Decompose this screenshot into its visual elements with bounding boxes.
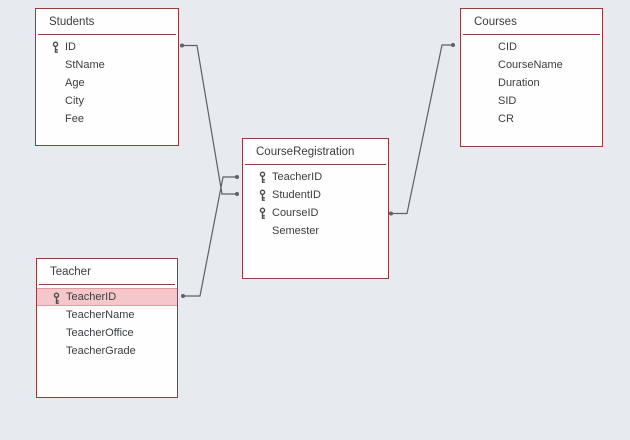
field-courses-cr[interactable]: CR: [461, 110, 602, 128]
field-courses-coursename[interactable]: CourseName: [461, 56, 602, 74]
table-courses-title[interactable]: Courses: [474, 15, 517, 28]
field-name: TeacherOffice: [66, 327, 134, 339]
line-endpoint-dot: [451, 43, 455, 47]
field-courses-sid[interactable]: SID: [461, 92, 602, 110]
table-students-title[interactable]: Students: [49, 15, 95, 28]
relationship-line-students-courseregistration[interactable]: [183, 44, 236, 195]
title-separator: [38, 34, 176, 35]
field-name: StudentID: [272, 189, 321, 201]
field-courseregistration-studentid[interactable]: StudentID: [243, 186, 388, 204]
field-students-age[interactable]: Age: [36, 74, 178, 92]
field-courseregistration-courseid[interactable]: CourseID: [243, 204, 388, 222]
table-courses[interactable]: Courses CID CourseName Duration SID CR: [460, 8, 603, 147]
table-students[interactable]: Students ID StName Age City Fee: [35, 8, 179, 146]
field-students-fee[interactable]: Fee: [36, 110, 178, 128]
line-endpoint-dot: [235, 192, 239, 196]
field-name: SID: [498, 95, 517, 107]
field-name: ID: [65, 41, 76, 53]
field-courseregistration-semester[interactable]: Semester: [243, 222, 388, 240]
table-courseregistration-title[interactable]: CourseRegistration: [256, 145, 355, 158]
field-name: CR: [498, 113, 514, 125]
field-name: TeacherGrade: [66, 345, 136, 357]
field-courses-cid[interactable]: CID: [461, 38, 602, 56]
field-courses-duration[interactable]: Duration: [461, 74, 602, 92]
title-separator: [463, 34, 600, 35]
field-name: Age: [65, 77, 85, 89]
table-teacher[interactable]: Teacher TeacherID TeacherName TeacherOff…: [36, 258, 178, 398]
primary-key-icon: [259, 171, 266, 183]
title-separator: [39, 284, 175, 285]
field-name: TeacherID: [66, 291, 117, 303]
field-students-city[interactable]: City: [36, 92, 178, 110]
field-students-stname[interactable]: StName: [36, 56, 178, 74]
field-name: City: [65, 95, 84, 107]
field-students-id[interactable]: ID: [36, 38, 178, 56]
field-name: CourseID: [272, 207, 319, 219]
field-name: Fee: [65, 113, 84, 125]
field-teacher-teachername[interactable]: TeacherName: [37, 306, 177, 324]
primary-key-icon: [53, 292, 60, 304]
line-endpoint-dot: [181, 294, 185, 298]
field-name: Duration: [498, 77, 540, 89]
field-name: CID: [498, 41, 517, 53]
field-name: Semester: [272, 225, 320, 237]
line-endpoint-dot: [180, 43, 184, 48]
primary-key-icon: [259, 207, 266, 219]
field-teacher-teacherid[interactable]: TeacherID: [37, 288, 177, 306]
relationship-line-teacher-courseregistration[interactable]: [184, 176, 236, 297]
field-name: TeacherID: [272, 171, 323, 183]
table-courseregistration[interactable]: CourseRegistration TeacherID StudentID C…: [242, 138, 389, 279]
field-courseregistration-teacherid[interactable]: TeacherID: [243, 168, 388, 186]
field-teacher-teachergrade[interactable]: TeacherGrade: [37, 342, 177, 360]
field-teacher-teacheroffice[interactable]: TeacherOffice: [37, 324, 177, 342]
line-endpoint-dot: [235, 175, 239, 179]
line-endpoint-dot: [389, 211, 393, 216]
primary-key-icon: [52, 41, 59, 53]
title-separator: [245, 164, 386, 165]
primary-key-icon: [259, 189, 266, 201]
field-name: StName: [65, 59, 105, 71]
table-teacher-title[interactable]: Teacher: [50, 265, 91, 278]
field-name: TeacherName: [66, 309, 135, 321]
relationship-line-courseregistration-courses[interactable]: [392, 44, 452, 215]
field-name: CourseName: [498, 59, 563, 71]
